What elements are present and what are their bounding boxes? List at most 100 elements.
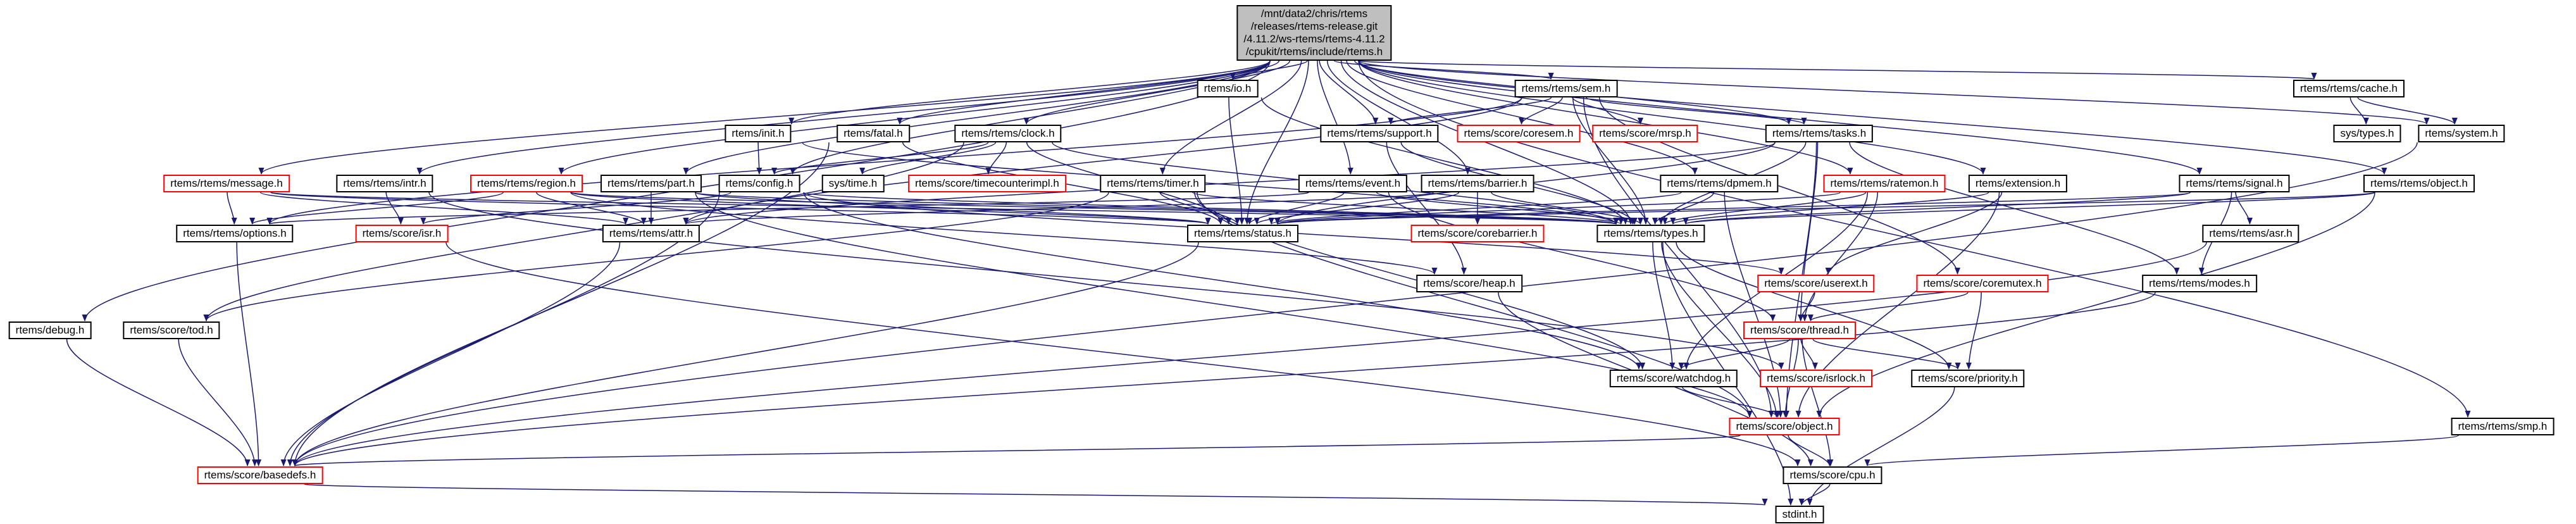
graph-node-coresem[interactable]: rtems/score/coresem.h (1457, 125, 1581, 142)
include-edge-thread-to-cpu (1801, 339, 1834, 466)
include-edge-tod-to-basedefs (178, 339, 258, 466)
graph-node-smp[interactable]: rtems/rtems/smp.h (2451, 418, 2554, 435)
graph-node-extension[interactable]: rtems/extension.h (1968, 175, 2068, 192)
graph-node-coremutex[interactable]: rtems/score/coremutex.h (1916, 275, 2049, 292)
include-edge-part-to-status (695, 192, 1210, 225)
include-edge-barrier-to-status (1254, 192, 1460, 225)
graph-node-options[interactable]: rtems/rtems/options.h (176, 225, 294, 242)
include-edge-root-to-support (1319, 60, 1379, 125)
include-edge-event-to-thread (1388, 192, 1776, 321)
include-edge-sobject-to-basedefs (293, 435, 1741, 466)
graph-node-message[interactable]: rtems/rtems/message.h (163, 175, 290, 192)
graph-node-fatal[interactable]: rtems/fatal.h (837, 125, 910, 142)
include-edge-coremutex-to-priority (1965, 292, 1982, 370)
graph-node-rtypes[interactable]: rtems/rtems/types.h (1596, 225, 1705, 242)
graph-node-clock[interactable]: rtems/rtems/clock.h (954, 125, 1062, 142)
graph-root-node: /mnt/data2/chris/rtems /releases/rtems-r… (1236, 5, 1392, 61)
include-edge-isr-to-cpu (445, 242, 1801, 466)
graph-node-part[interactable]: rtems/rtems/part.h (600, 175, 702, 192)
graph-node-signal[interactable]: rtems/rtems/signal.h (2179, 175, 2290, 192)
include-edge-asr-to-basedefs (292, 242, 2207, 466)
include-edge-root-to-status (1244, 60, 1309, 225)
include-edge-sem-to-rtypes (1572, 97, 1649, 225)
graph-node-barrier[interactable]: rtems/rtems/barrier.h (1421, 175, 1534, 192)
include-edge-clock-to-systime (859, 142, 997, 175)
graph-node-stdint[interactable]: stdint.h (1775, 506, 1824, 523)
include-edge-event-to-options (267, 192, 1309, 225)
graph-node-status[interactable]: rtems/rtems/status.h (1187, 225, 1298, 242)
graph-node-modes[interactable]: rtems/rtems/modes.h (2142, 275, 2257, 292)
include-edge-cpu-to-stdint (1798, 483, 1831, 506)
include-edge-root-to-part (683, 60, 1271, 175)
include-edge-region-to-attr (536, 192, 647, 225)
graph-node-cpu[interactable]: rtems/score/cpu.h (1783, 466, 1882, 484)
include-edge-debug-to-basedefs (66, 339, 251, 466)
include-edge-signal-to-status (1275, 192, 2191, 225)
graph-node-isrlock[interactable]: rtems/score/isrlock.h (1760, 370, 1872, 387)
graph-node-systime[interactable]: sys/time.h (821, 175, 885, 192)
graph-node-sobject[interactable]: rtems/score/object.h (1729, 418, 1840, 435)
include-edge-root-to-config (790, 60, 1271, 175)
include-edge-clock-to-tcimpl (985, 142, 1007, 175)
graph-node-tasks[interactable]: rtems/rtems/tasks.h (1765, 125, 1874, 142)
graph-node-support[interactable]: rtems/rtems/support.h (1320, 125, 1439, 142)
include-edge-status-to-basedefs (292, 242, 1199, 466)
include-edge-robject-to-rtypes (1683, 192, 2375, 225)
graph-node-ratemon[interactable]: rtems/rtems/ratemon.h (1823, 175, 1946, 192)
graph-node-event[interactable]: rtems/rtems/event.h (1298, 175, 1408, 192)
graph-node-intr[interactable]: rtems/rtems/intr.h (336, 175, 433, 192)
graph-node-config[interactable]: rtems/config.h (718, 175, 800, 192)
graph-node-userext[interactable]: rtems/score/userext.h (1757, 275, 1875, 292)
include-edge-root-to-event (1317, 60, 1353, 175)
include-edge-rtypes-to-watchdog (1652, 242, 1676, 370)
include-edge-extension-to-userext (1825, 192, 2003, 275)
graph-node-sem[interactable]: rtems/rtems/sem.h (1514, 80, 1618, 97)
include-edge-sem-to-support (1388, 97, 1552, 125)
include-edge-dpmem-to-rtypes (1652, 192, 1715, 225)
graph-node-debug[interactable]: rtems/debug.h (8, 321, 92, 339)
graph-node-asr[interactable]: rtems/rtems/asr.h (2202, 225, 2299, 242)
include-edge-extension-to-sobject (1795, 192, 2000, 418)
graph-node-corebarrier[interactable]: rtems/score/corebarrier.h (1410, 225, 1545, 242)
include-edge-basedefs-to-stdint (304, 483, 1767, 506)
graph-node-priority[interactable]: rtems/score/priority.h (1911, 370, 2025, 387)
include-edge-root-to-signal (1358, 60, 2203, 175)
graph-node-timer[interactable]: rtems/rtems/timer.h (1100, 175, 1206, 192)
graph-node-tod[interactable]: rtems/score/tod.h (123, 321, 220, 339)
include-edge-root-to-dpmem (1346, 60, 1698, 175)
include-edge-tasks-to-attr (683, 142, 1776, 225)
include-edge-userext-to-thread (1798, 292, 1815, 321)
graph-node-region[interactable]: rtems/rtems/region.h (470, 175, 583, 192)
graph-node-isr[interactable]: rtems/score/isr.h (355, 225, 449, 242)
graph-node-tcimpl[interactable]: rtems/score/timecounterimpl.h (908, 175, 1066, 192)
graph-node-system[interactable]: rtems/system.h (2418, 125, 2505, 142)
graph-node-mrsp[interactable]: rtems/score/mrsp.h (1592, 125, 1698, 142)
graph-node-cache[interactable]: rtems/rtems/cache.h (2293, 80, 2405, 97)
include-edge-message-to-options (227, 192, 237, 225)
graph-node-watchdog[interactable]: rtems/score/watchdog.h (1609, 370, 1738, 387)
graph-node-thread[interactable]: rtems/score/thread.h (1743, 321, 1856, 339)
graph-node-basedefs[interactable]: rtems/score/basedefs.h (197, 466, 323, 484)
include-edge-attr-to-basedefs (280, 242, 621, 466)
graph-node-heap[interactable]: rtems/score/heap.h (1416, 275, 1522, 292)
graph-node-robject[interactable]: rtems/rtems/object.h (2363, 175, 2475, 192)
include-edge-robject-to-status (1275, 192, 2375, 225)
graph-node-dpmem[interactable]: rtems/rtems/dpmem.h (1660, 175, 1779, 192)
include-edge-message-to-attr (259, 192, 628, 225)
graph-node-io[interactable]: rtems/io.h (1197, 80, 1259, 97)
include-edge-root-to-ratemon (1358, 60, 1853, 175)
include-edge-tasks-to-modes (1849, 142, 2180, 275)
include-edge-cache-to-systypes (2349, 97, 2369, 125)
include-edge-init-to-config (756, 142, 762, 175)
include-edge-dpmem-to-status (1269, 192, 1682, 225)
include-edge-config-to-watchdog (803, 192, 1642, 370)
graph-node-attr[interactable]: rtems/rtems/attr.h (602, 225, 700, 242)
graph-node-init[interactable]: rtems/init.h (725, 125, 792, 142)
include-edge-sem-to-coresem (1519, 97, 1563, 125)
include-edge-sem-to-mrsp (1572, 97, 1643, 125)
graph-node-systypes[interactable]: sys/types.h (2333, 125, 2401, 142)
include-edge-message-to-status (270, 192, 1210, 225)
include-edge-region-to-heap (570, 192, 1438, 275)
include-edge-modes-to-basedefs (292, 292, 2156, 466)
